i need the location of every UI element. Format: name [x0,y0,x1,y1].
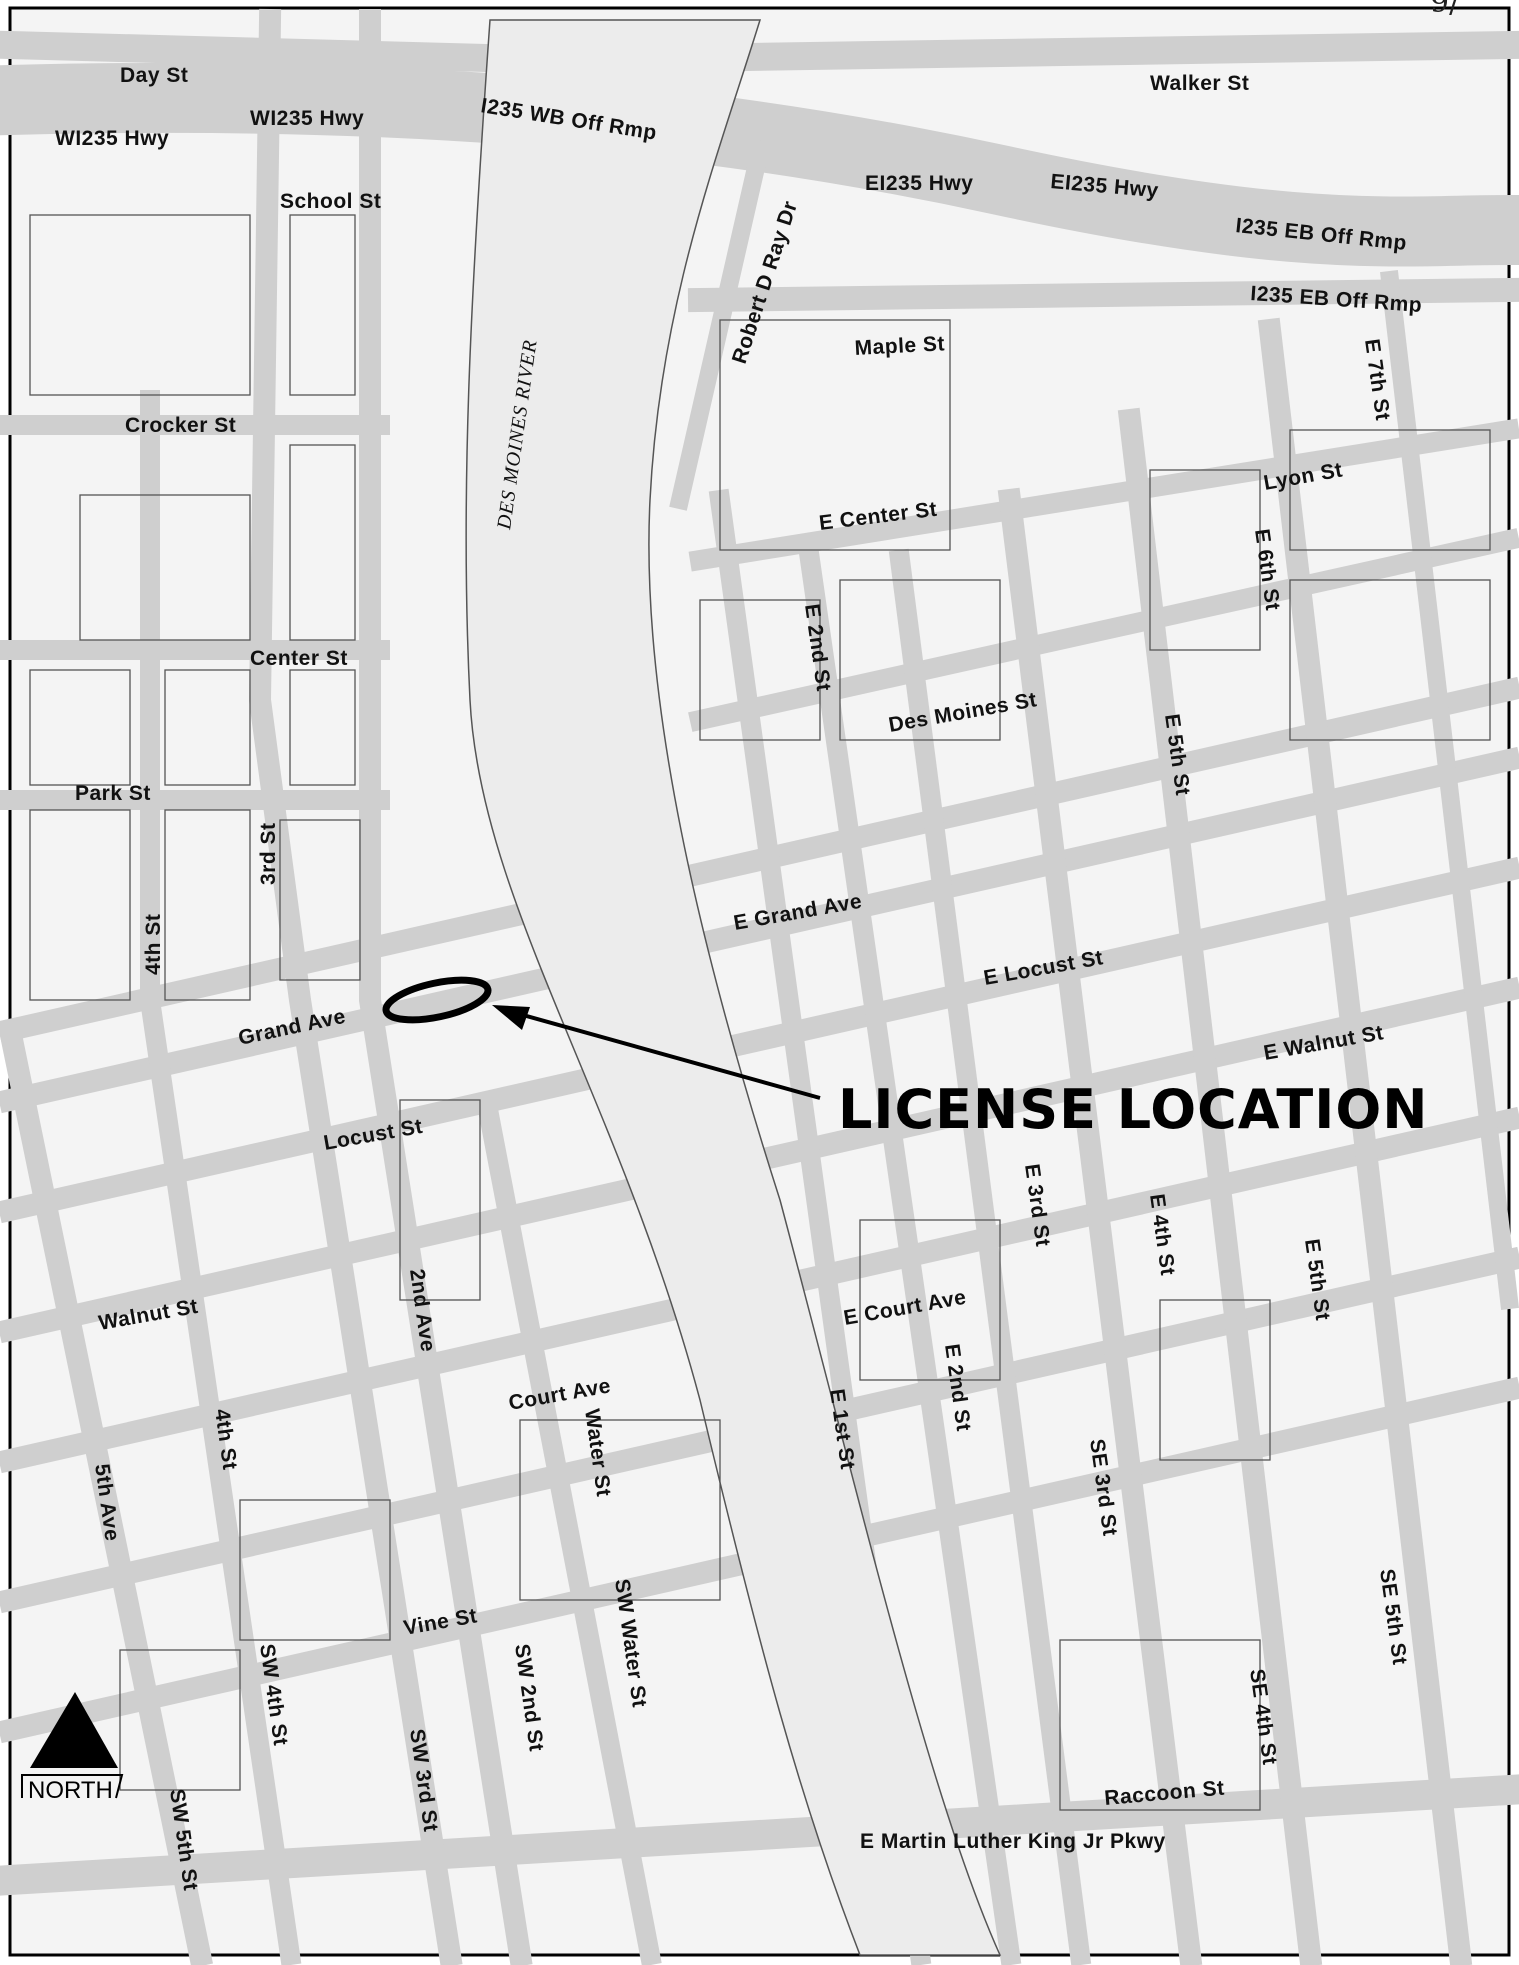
des-moines-river [465,19,1002,1956]
north-label: NORTH [28,1777,113,1804]
license-location-arrow-shaft [504,1008,821,1100]
license-location-label: LICENSE LOCATION [838,1078,1428,1141]
page-mark: 9/ [1430,0,1460,20]
label-ei235-hwy-1: EI235 Hwy [865,172,973,195]
label-e-martin-luther-king-jr-pkwy: E Martin Luther King Jr Pkwy [860,1830,1166,1853]
license-location-arrow-head [492,1005,530,1030]
label-wi235-hwy-1: WI235 Hwy [250,107,364,130]
label-3rd-st: 3rd St [257,822,280,885]
label-day-st: Day St [120,64,188,87]
label-park-st: Park St [75,782,151,805]
label-center-st: Center St [250,647,348,670]
label-school-st: School St [280,190,381,213]
label-maple-st: Maple St [854,332,945,360]
label-crocker-st: Crocker St [125,414,236,437]
north-arrow-icon [30,1692,118,1768]
license-location-ellipse [382,976,492,1024]
label-4th-st-north: 4th St [142,914,165,975]
label-walker-st: Walker St [1150,72,1249,95]
block-outlines [29,214,1491,1811]
label-wi235-hwy-2: WI235 Hwy [55,127,169,150]
north-label-frame [21,1774,124,1799]
